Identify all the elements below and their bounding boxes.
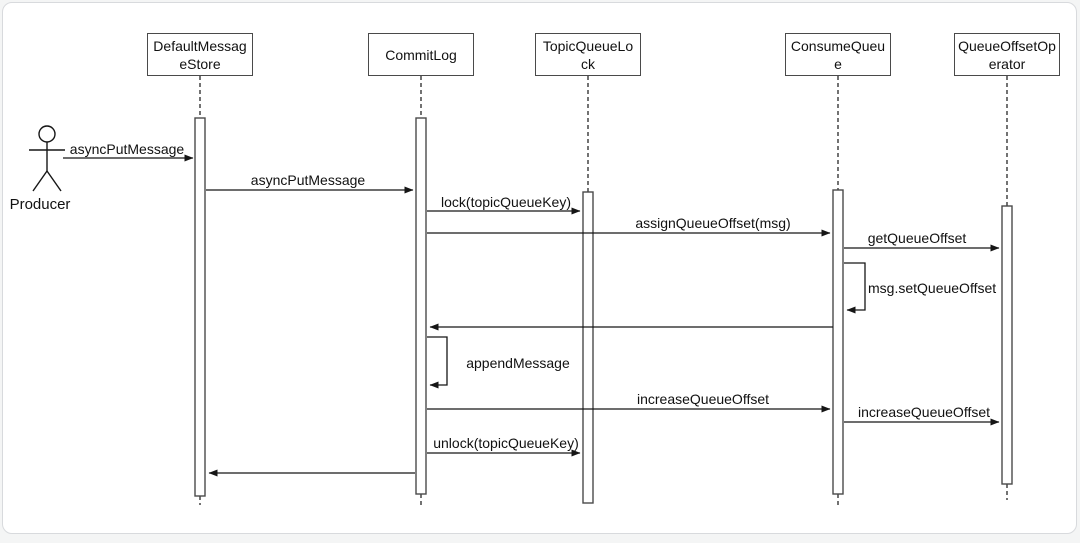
participant-defaultmessagestore: DefaultMessag eStore: [147, 33, 253, 76]
message-label-increasequeueoffset-1: increaseQueueOffset: [636, 391, 770, 407]
participant-label-line: eStore: [179, 55, 221, 72]
message-label-asyncputmessage-1: asyncPutMessage: [69, 141, 185, 157]
actor-head: [38, 125, 56, 143]
message-label-msgsetqueueoffset: msg.setQueueOffset: [868, 280, 997, 296]
activation-bars: [194, 117, 1013, 504]
message-arrows: [63, 154, 1000, 477]
participant-label-line: ck: [581, 55, 595, 72]
participant-label-line: ConsumeQueu: [790, 37, 886, 54]
participant-label-line: CommitLog: [385, 46, 457, 63]
participant-label-line: QueueOffsetOp: [958, 37, 1056, 54]
lifelines: [199, 76, 1008, 506]
arrow-self-msgsetqueueoffset: [844, 262, 866, 314]
actor-leg-right: [46, 170, 62, 192]
actor-producer-figure: [29, 125, 65, 192]
participant-label-line: DefaultMessag: [153, 37, 247, 54]
activation-defaultmessagestore: [194, 117, 206, 497]
participant-label-line: TopicQueueLo: [542, 37, 634, 54]
participant-queueoffsetoperator: QueueOffsetOp erator: [954, 33, 1060, 76]
actor-producer-label: Producer: [9, 196, 71, 213]
message-label-asyncputmessage-2: asyncPutMessage: [250, 172, 366, 188]
message-label-unlock: unlock(topicQueueKey): [433, 435, 579, 451]
arrow-self-appendmessage: [427, 336, 448, 389]
activation-queueoffsetoperator: [1001, 205, 1013, 485]
message-label-increasequeueoffset-2: increaseQueueOffset: [857, 404, 991, 420]
activation-consumequeue: [832, 189, 844, 495]
message-label-getqueueoffset: getQueueOffset: [867, 230, 967, 246]
message-label-appendmessage: appendMessage: [466, 355, 570, 371]
participant-label-line: erator: [988, 55, 1026, 72]
participant-label-line: e: [834, 55, 842, 72]
participant-commitlog: CommitLog: [368, 33, 474, 76]
activation-topicqueuelock: [582, 191, 594, 504]
activation-commitlog: [415, 117, 427, 495]
message-label-lock: lock(topicQueueKey): [441, 194, 571, 210]
participant-topicqueuelock: TopicQueueLo ck: [535, 33, 641, 76]
diagram-card: [2, 2, 1077, 534]
actor-leg-left: [32, 170, 48, 192]
message-label-assignqueueoffset: assignQueueOffset(msg): [635, 215, 791, 231]
participant-consumequeue: ConsumeQueu e: [785, 33, 891, 76]
